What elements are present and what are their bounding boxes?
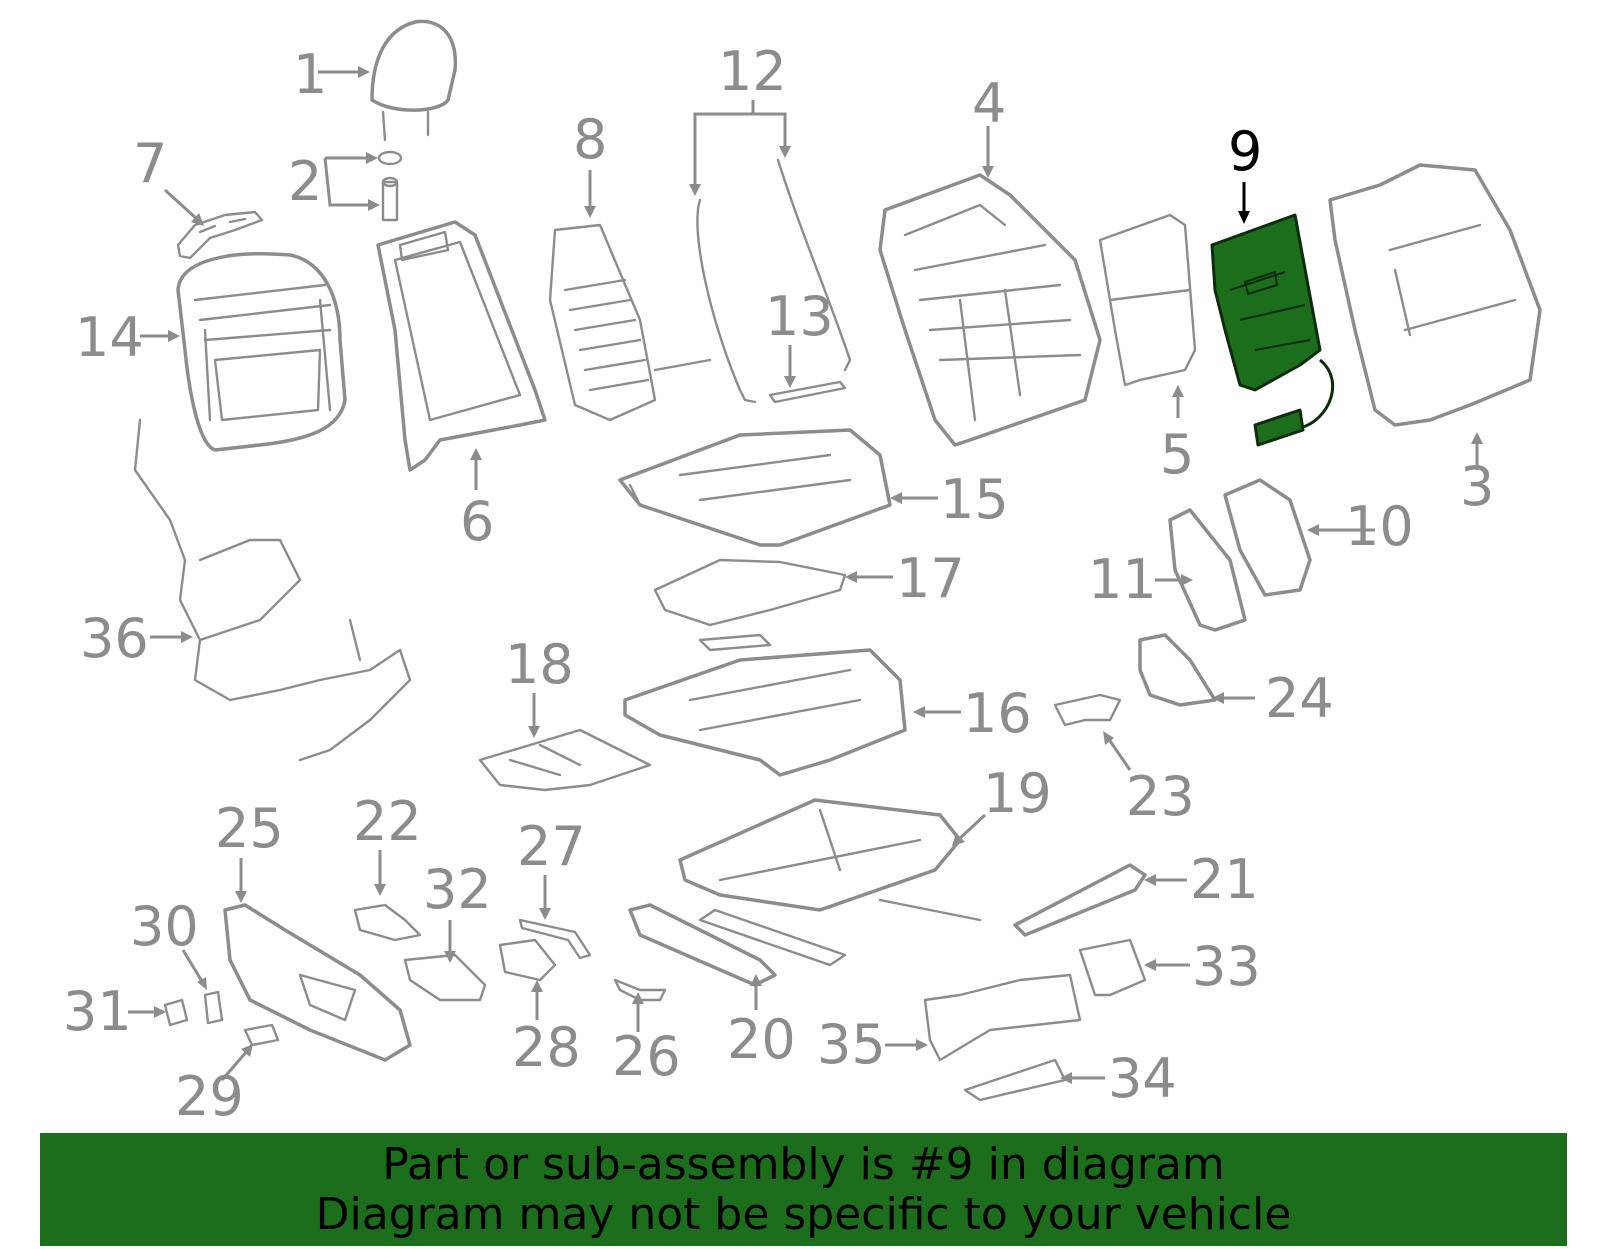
part-2-headrest-guide <box>377 150 403 222</box>
part-34-cover <box>963 1058 1067 1102</box>
callout-35: 35 <box>817 1013 886 1076</box>
callout-5: 5 <box>1160 423 1194 486</box>
callout-labels: 1 2 3 4 5 6 7 8 9 10 11 12 13 14 15 16 1… <box>63 40 1494 1128</box>
part-7-bracket <box>176 210 264 260</box>
callout-24: 24 <box>1265 667 1334 730</box>
part-28-bracket <box>498 938 557 982</box>
part-6-seatback-frame <box>376 220 547 472</box>
callout-30: 30 <box>130 895 199 958</box>
callout-20: 20 <box>727 1008 796 1071</box>
callout-17: 17 <box>896 547 965 610</box>
part-16-seat-pad <box>623 648 907 777</box>
part-23-bracket <box>1053 693 1122 727</box>
callout-34: 34 <box>1108 1047 1177 1110</box>
callout-11: 11 <box>1088 548 1157 611</box>
part-31-knob <box>163 998 189 1027</box>
callout-31: 31 <box>63 980 132 1043</box>
info-banner: Part or sub-assembly is #9 in diagram Di… <box>40 1133 1567 1246</box>
callout-12: 12 <box>718 40 787 103</box>
part-26-clip <box>613 978 667 1002</box>
callout-6: 6 <box>460 490 494 553</box>
part-24-cover <box>1138 633 1217 707</box>
part-14-back-panel <box>176 252 347 452</box>
callout-25: 25 <box>215 797 284 860</box>
leader-arrows <box>128 66 1483 1084</box>
callout-32: 32 <box>423 858 492 921</box>
callout-10: 10 <box>1345 495 1414 558</box>
callout-33: 33 <box>1192 935 1261 998</box>
part-30-knob <box>203 990 224 1025</box>
banner-line-1: Part or sub-assembly is #9 in diagram <box>382 1139 1225 1190</box>
callout-4: 4 <box>972 72 1006 135</box>
part-12-wire <box>696 158 852 404</box>
part-20-track <box>628 903 777 987</box>
part-25-side-shield <box>223 903 412 1062</box>
part-19-seat-frame <box>678 798 982 967</box>
part-15-seat-cushion <box>618 428 892 547</box>
part-4-back-cushion <box>878 173 1102 447</box>
callout-15: 15 <box>940 468 1009 531</box>
part-21-trim <box>1013 863 1147 937</box>
callout-2: 2 <box>288 150 322 213</box>
callout-29: 29 <box>175 1065 244 1128</box>
part-32-switch <box>403 953 487 1002</box>
part-1-headrest <box>370 19 458 142</box>
part-13-rod <box>768 380 847 404</box>
part-36-wire-harness <box>133 418 412 762</box>
callout-1: 1 <box>293 43 327 106</box>
part-10-side-trim <box>1223 478 1312 597</box>
callout-14: 14 <box>75 306 144 369</box>
banner-line-2: Diagram may not be specific to your vehi… <box>315 1189 1292 1240</box>
part-8-lumbar <box>548 223 712 422</box>
part-18-bracket <box>478 728 652 792</box>
callout-16: 16 <box>963 682 1032 745</box>
part-35-bracket <box>923 973 1082 1062</box>
part-5-pad <box>1098 213 1197 387</box>
callout-26: 26 <box>612 1025 681 1088</box>
part-3-seatback-cover <box>1328 163 1542 427</box>
callout-19: 19 <box>983 762 1052 825</box>
part-33-bracket <box>1078 938 1147 997</box>
callout-13: 13 <box>765 285 834 348</box>
callout-28: 28 <box>512 1016 581 1079</box>
part-27-rod <box>518 918 592 960</box>
callout-7: 7 <box>133 132 167 195</box>
part-17-heater-mat <box>653 558 847 652</box>
part-22-bracket <box>353 903 422 942</box>
callout-18: 18 <box>505 633 574 696</box>
callout-22: 22 <box>353 790 422 853</box>
callout-9: 9 <box>1228 120 1262 183</box>
part-9-highlighted-module <box>1210 213 1335 447</box>
callout-21: 21 <box>1190 848 1259 911</box>
callout-23: 23 <box>1126 765 1195 828</box>
callout-36: 36 <box>80 607 149 670</box>
callout-27: 27 <box>517 815 586 878</box>
part-29-knob <box>243 1023 280 1047</box>
callout-3: 3 <box>1460 455 1494 518</box>
callout-8: 8 <box>573 108 607 171</box>
